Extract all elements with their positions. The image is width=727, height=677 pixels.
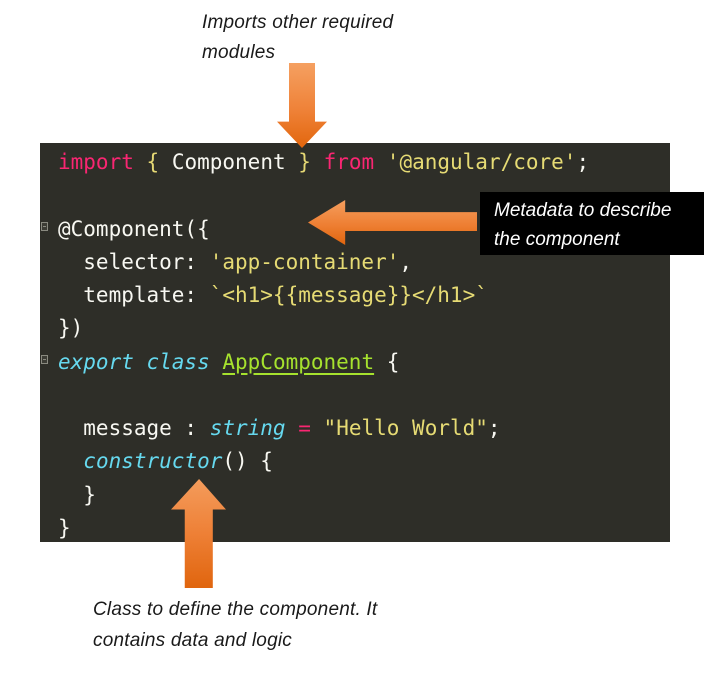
- code-line: constructor() {: [58, 445, 670, 478]
- code-token: {: [374, 349, 400, 374]
- code-token: import: [58, 150, 147, 174]
- code-lines: import { Component } from '@angular/core…: [58, 146, 670, 545]
- code-line: }: [58, 512, 670, 545]
- code-token: AppComponent: [222, 349, 375, 374]
- code-token: string: [209, 416, 286, 440]
- code-token: template:: [58, 283, 210, 307]
- code-line: }: [58, 479, 670, 512]
- code-token: Component: [159, 150, 299, 174]
- code-token: '@angular/core': [386, 150, 577, 174]
- code-token: selector:: [58, 249, 210, 274]
- code-token: [311, 150, 324, 174]
- code-token: () {: [222, 449, 273, 474]
- metadata-callout: Metadata to describe the component: [480, 192, 704, 255]
- code-token: `<h1>{{message}}</h1>`: [209, 283, 488, 307]
- code-token: @Component({: [58, 216, 210, 241]
- code-token: =: [298, 416, 311, 440]
- code-token: }): [58, 316, 84, 341]
- code-token: [58, 449, 83, 473]
- code-line: message : string = "Hello World";: [58, 412, 670, 445]
- code-token: ;: [487, 416, 501, 440]
- code-line: export class AppComponent {: [58, 346, 670, 379]
- code-line: template: `<h1>{{message}}</h1>`: [58, 279, 670, 312]
- code-line: selector: 'app-container',: [58, 246, 670, 279]
- metadata-annotation: Metadata to describe the component: [494, 200, 672, 250]
- class-annotation: Class to define the component. It contai…: [93, 599, 378, 651]
- code-line: }): [58, 312, 670, 345]
- code-token: }: [58, 482, 96, 507]
- code-line: [58, 379, 670, 412]
- code-token: message :: [58, 416, 210, 440]
- code-line: import { Component } from '@angular/core…: [58, 146, 670, 179]
- code-token: [374, 150, 387, 174]
- code-token: "Hello World": [323, 416, 488, 440]
- fold-marker-icon: [41, 222, 48, 231]
- code-token: ,: [399, 249, 413, 274]
- code-token: [311, 416, 324, 440]
- arrow-down-icon: [277, 63, 327, 148]
- fold-marker-icon: [41, 355, 48, 364]
- code-token: {: [146, 150, 160, 174]
- code-token: export class: [58, 349, 223, 374]
- imports-annotation: Imports other required modules: [202, 12, 394, 63]
- code-token: 'app-container': [209, 249, 400, 274]
- code-line: @Component({: [58, 213, 670, 246]
- code-token: [286, 416, 299, 440]
- code-token: from: [323, 150, 375, 174]
- code-token: }: [298, 150, 311, 174]
- code-token: ;: [576, 150, 590, 174]
- code-token: }: [58, 515, 71, 540]
- code-token: constructor: [83, 449, 223, 474]
